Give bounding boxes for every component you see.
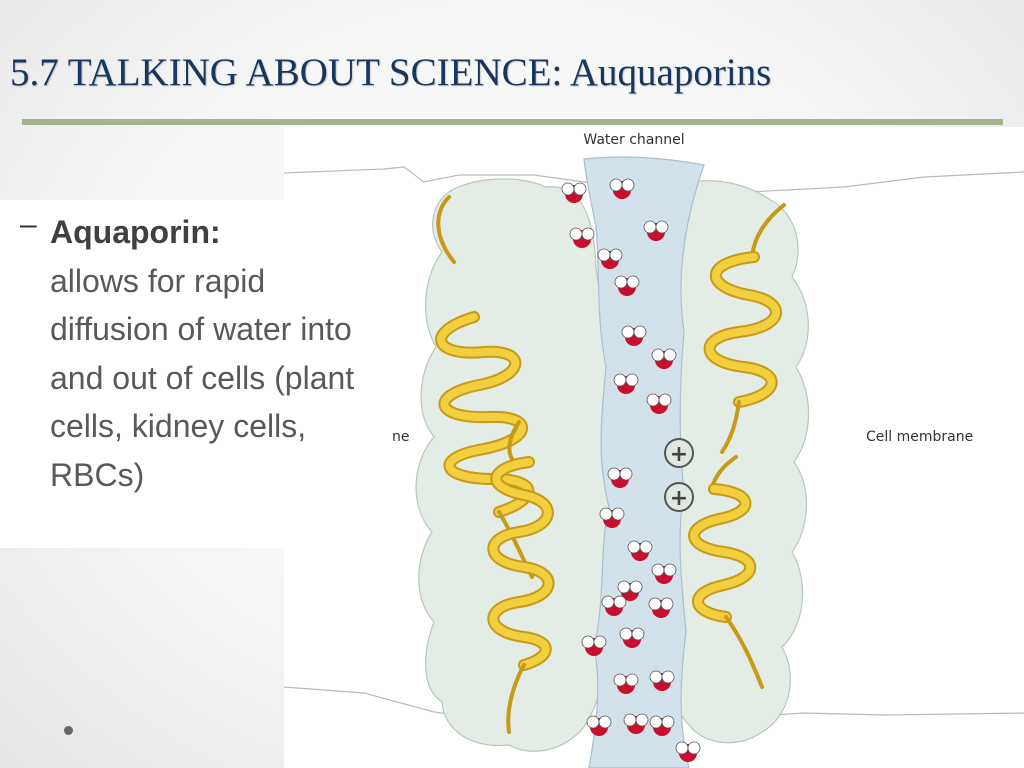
label-cell-membrane-left: ne — [392, 429, 410, 445]
water-molecule — [623, 713, 649, 734]
helix-right-upper — [703, 203, 786, 454]
water-molecule — [649, 670, 675, 691]
membrane-top-line — [284, 166, 1024, 193]
water-molecule — [614, 275, 640, 296]
water-molecule — [601, 595, 627, 616]
water-molecule — [649, 715, 675, 736]
water-molecule — [599, 507, 625, 528]
water-molecule — [619, 627, 645, 648]
helix-right-lower — [688, 455, 764, 689]
water-molecule — [613, 673, 639, 694]
water-molecule — [613, 373, 639, 394]
water-molecule — [651, 348, 677, 369]
bullet-text: Aquaporin: allows for rapid diffusion of… — [50, 208, 390, 499]
label-water-channel: Water channel — [583, 132, 684, 148]
water-molecule — [651, 563, 677, 584]
water-molecules — [561, 178, 701, 762]
text-box: – Aquaporin: allows for rapid diffusion … — [0, 200, 392, 548]
title-divider — [22, 119, 1003, 125]
aquaporin-diagram: + + Water channel ne Cell membrane — [284, 127, 1024, 768]
bullet-dot-icon — [64, 726, 73, 735]
label-cell-membrane-right: Cell membrane — [866, 429, 973, 445]
water-molecule — [643, 220, 669, 241]
water-molecule — [648, 597, 674, 618]
dash-bullet-icon: – — [20, 208, 37, 241]
water-molecule — [621, 325, 647, 346]
slide-title: 5.7 TALKING ABOUT SCIENCE: Auquaporins — [10, 51, 772, 94]
water-molecule — [597, 248, 623, 269]
svg-text:+: + — [670, 486, 688, 511]
bullet-body: allows for rapid diffusion of water into… — [50, 262, 355, 493]
water-molecule — [646, 393, 672, 414]
positive-charge-icon: + — [664, 438, 694, 468]
positive-charge-icon: + — [664, 482, 694, 512]
svg-text:+: + — [670, 442, 688, 467]
water-molecule — [561, 182, 587, 203]
water-molecule — [675, 741, 701, 762]
helix-left-lower — [487, 420, 555, 734]
bullet-term: Aquaporin: — [50, 214, 221, 250]
water-molecule — [581, 635, 607, 656]
water-molecule — [627, 540, 653, 561]
water-molecule — [617, 580, 643, 601]
water-molecule — [569, 227, 595, 248]
water-molecule — [586, 715, 612, 736]
water-molecule — [607, 467, 633, 488]
water-molecule — [609, 178, 635, 199]
